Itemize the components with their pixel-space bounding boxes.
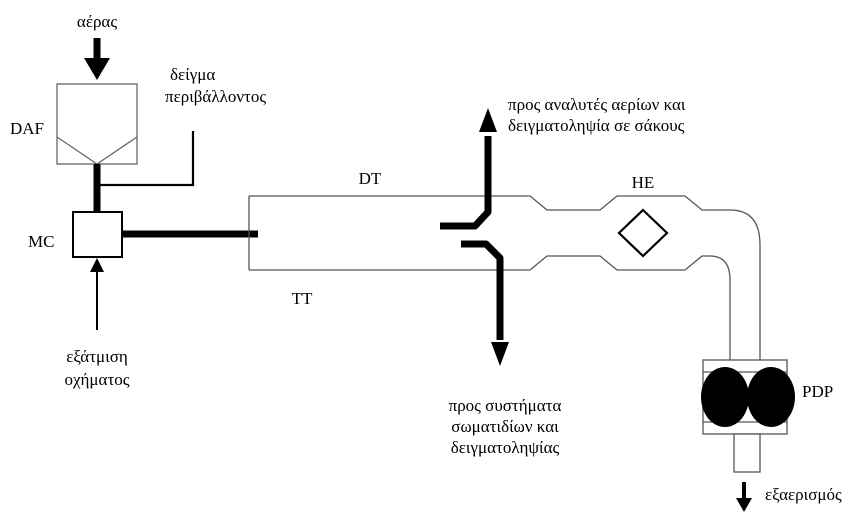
exhaust-inlet-arrow bbox=[90, 258, 104, 330]
mixing-chamber bbox=[72, 211, 123, 258]
to-gas-label-2: δειγματοληψία σε σάκους bbox=[508, 116, 685, 135]
ambient-sample-label-2: περιβάλλοντος bbox=[165, 87, 266, 106]
air-inlet-arrow bbox=[84, 38, 110, 80]
positive-displacement-pump bbox=[701, 359, 795, 435]
mc-label: MC bbox=[28, 232, 54, 251]
pump-outlet bbox=[733, 433, 761, 473]
he-label: HE bbox=[632, 173, 655, 192]
particle-sampling-probe bbox=[461, 240, 509, 366]
to-particle-label-1: προς συστήματα bbox=[449, 396, 562, 415]
ambient-sample-line bbox=[100, 131, 195, 187]
to-particle-label-2: σωματιδίων και bbox=[451, 417, 559, 436]
pdp-label: PDP bbox=[802, 382, 833, 401]
ambient-sample-label-1: δείγμα bbox=[170, 65, 215, 84]
dt-label: DT bbox=[359, 169, 382, 188]
dilution-tunnel bbox=[249, 195, 761, 360]
daf-label: DAF bbox=[10, 119, 44, 138]
tt-label: TT bbox=[292, 289, 313, 308]
gas-sampling-probe bbox=[440, 108, 497, 230]
exhaust-label-2: οχήματος bbox=[64, 370, 129, 389]
venting-label: εξαερισμός bbox=[765, 485, 842, 504]
daf-filter bbox=[56, 83, 138, 165]
dilution-tunnel-lower bbox=[249, 255, 731, 360]
heat-exchanger-diamond bbox=[617, 208, 669, 258]
venting-arrow bbox=[736, 482, 752, 512]
to-particle-label-3: δειγματοληψίας bbox=[451, 438, 560, 457]
air-label: αέρας bbox=[77, 12, 117, 31]
to-gas-label-1: προς αναλυτές αερίων και bbox=[508, 95, 686, 114]
exhaust-label-1: εξάτμιση bbox=[66, 347, 128, 366]
